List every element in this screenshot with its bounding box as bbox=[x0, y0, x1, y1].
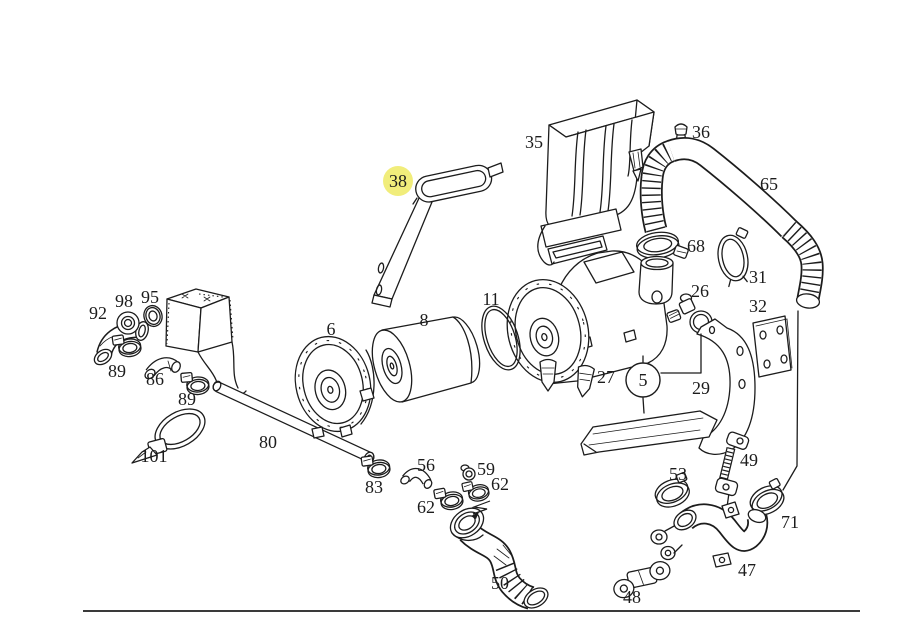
part-number-text: 11 bbox=[482, 289, 499, 309]
clamp-62b-drawing bbox=[461, 477, 491, 505]
part-number-text: 92 bbox=[89, 303, 107, 323]
clamp-83-drawing bbox=[360, 452, 392, 481]
part-number-text: 56 bbox=[417, 455, 435, 475]
part-label-32: 32 bbox=[749, 296, 767, 316]
clamp-62a-drawing bbox=[432, 484, 465, 513]
part-label-35: 35 bbox=[525, 132, 543, 152]
part-number-text: 29 bbox=[692, 378, 710, 398]
part-label-89b: 89 bbox=[178, 389, 196, 409]
part-number-text: 89 bbox=[108, 361, 126, 381]
part-label-62a: 62 bbox=[417, 497, 435, 517]
part-number-text: 31 bbox=[749, 267, 767, 287]
part-label-98: 98 bbox=[115, 291, 133, 311]
cable-tie-101-drawing bbox=[131, 408, 206, 464]
part-number-text: 65 bbox=[760, 174, 778, 194]
part-label-62b: 62 bbox=[491, 474, 509, 494]
stay-49-drawing bbox=[714, 431, 750, 497]
part-number-text: 6 bbox=[327, 319, 336, 339]
part-label-47: 47 bbox=[738, 560, 756, 580]
intake-hose-50-drawing bbox=[449, 500, 549, 610]
part-label-89a: 89 bbox=[108, 361, 126, 381]
part-label-92: 92 bbox=[89, 303, 107, 323]
support-bracket-29-drawing bbox=[696, 318, 756, 455]
part-label-31: 31 bbox=[749, 267, 767, 287]
part-label-68: 68 bbox=[687, 236, 705, 256]
plate-32-drawing bbox=[752, 315, 793, 378]
part-number-text: 8 bbox=[420, 310, 429, 330]
part-number-text: 26 bbox=[691, 281, 709, 301]
washer-95-drawing bbox=[143, 304, 163, 328]
hose-86-drawing bbox=[144, 357, 181, 380]
engine-block-drawing bbox=[165, 288, 247, 395]
part-label-95: 95 bbox=[141, 287, 159, 307]
bracket-48-drawing bbox=[613, 561, 671, 599]
air-cleaner-housing-drawing bbox=[506, 250, 674, 398]
part-label-6: 6 bbox=[327, 319, 336, 339]
part-number-text: 32 bbox=[749, 296, 767, 316]
part-number-text: 50 bbox=[491, 573, 509, 593]
part-number-text: 101 bbox=[141, 446, 168, 466]
elbow-pipe-47-drawing bbox=[650, 501, 769, 568]
filter-element-8-drawing bbox=[371, 316, 481, 403]
part-label-71: 71 bbox=[781, 512, 799, 532]
part-label-101: 101 bbox=[141, 446, 168, 466]
nut-59-drawing bbox=[460, 464, 476, 481]
part-number-text: 5 bbox=[639, 370, 648, 390]
nut-98-drawing bbox=[116, 311, 140, 335]
heat-shield-drawing bbox=[580, 410, 718, 456]
part-number-text: 59 bbox=[477, 459, 495, 479]
part-label-56: 56 bbox=[417, 455, 435, 475]
part-number-text: 48 bbox=[623, 587, 641, 607]
part-number-text: 86 bbox=[146, 369, 164, 389]
drain-valves-27-drawing bbox=[539, 358, 595, 398]
part-number-text: 38 bbox=[389, 171, 407, 191]
part-label-83: 83 bbox=[365, 477, 383, 497]
part-label-36: 36 bbox=[692, 122, 710, 142]
part-label-86: 86 bbox=[146, 369, 164, 389]
part-label-38: 38 bbox=[383, 166, 413, 196]
callout-circle bbox=[625, 362, 661, 398]
bracket-38-drawing bbox=[371, 162, 504, 308]
part-number-text: 98 bbox=[115, 291, 133, 311]
part-number-text: 89 bbox=[178, 389, 196, 409]
corrugated-hose-65-drawing bbox=[639, 137, 824, 309]
part-number-text: 83 bbox=[365, 477, 383, 497]
part-number-text: 27 bbox=[597, 367, 615, 387]
part-label-27: 27 bbox=[597, 367, 615, 387]
clamp-68-drawing bbox=[636, 231, 689, 259]
part-number-text: 95 bbox=[141, 287, 159, 307]
clamp-31-drawing bbox=[717, 227, 749, 288]
part-number-text: 68 bbox=[687, 236, 705, 256]
air-duct-35-drawing bbox=[537, 99, 655, 266]
part-number-text: 36 bbox=[692, 122, 710, 142]
part-number-text: 53 bbox=[669, 464, 687, 484]
part-label-49: 49 bbox=[740, 450, 758, 470]
part-label-11: 11 bbox=[482, 289, 499, 309]
part-number-text: 71 bbox=[781, 512, 799, 532]
part-label-26: 26 bbox=[691, 281, 709, 301]
hose-56-drawing bbox=[400, 468, 433, 489]
part-number-text: 62 bbox=[417, 497, 435, 517]
part-label-53: 53 bbox=[669, 464, 687, 484]
part-label-5: 5 bbox=[625, 362, 661, 398]
part-number-text: 80 bbox=[259, 432, 277, 452]
o-ring-11-drawing bbox=[481, 305, 521, 371]
part-label-50: 50 bbox=[491, 573, 509, 593]
filter-cover-6-drawing bbox=[294, 335, 375, 439]
part-label-29: 29 bbox=[692, 378, 710, 398]
part-number-text: 62 bbox=[491, 474, 509, 494]
leader-lines bbox=[642, 310, 799, 508]
part-label-65: 65 bbox=[760, 174, 778, 194]
highlight-marker bbox=[383, 166, 413, 196]
part-label-59: 59 bbox=[477, 459, 495, 479]
part-label-80: 80 bbox=[259, 432, 277, 452]
part-label-48: 48 bbox=[623, 587, 641, 607]
part-number-text: 49 bbox=[740, 450, 758, 470]
part-number-text: 47 bbox=[738, 560, 756, 580]
part-number-text: 35 bbox=[525, 132, 543, 152]
part-label-8: 8 bbox=[420, 310, 429, 330]
